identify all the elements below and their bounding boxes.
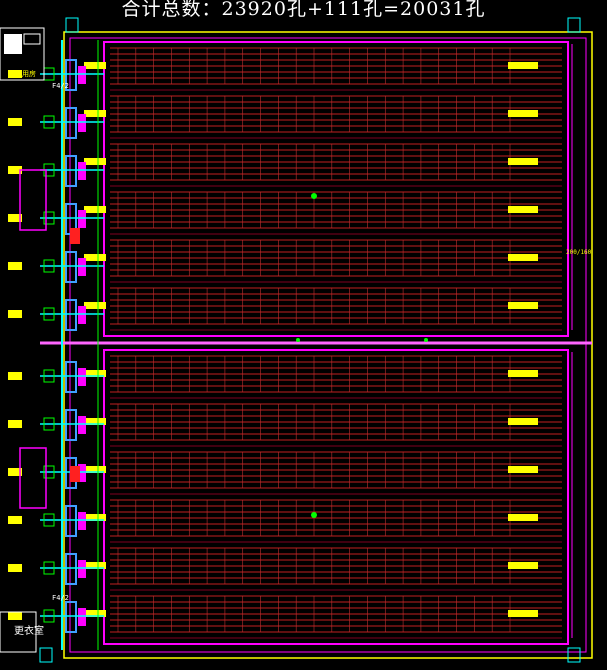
tank-icon xyxy=(8,420,22,428)
tank-icon xyxy=(8,564,22,572)
heater-icon xyxy=(78,416,86,434)
corner-markers xyxy=(39,17,581,663)
red-pump-icon xyxy=(70,466,80,482)
valve-icon xyxy=(43,561,55,575)
tank-icon xyxy=(8,310,22,318)
tank-icon xyxy=(8,214,22,222)
fan-unit-icon xyxy=(508,610,538,617)
valve-icon xyxy=(43,513,55,527)
equipment-column xyxy=(8,40,104,650)
zone-label-b: F4/2 xyxy=(52,594,69,602)
fan-unit-icon xyxy=(84,110,106,117)
pump-icon xyxy=(65,299,77,331)
valve-icon xyxy=(43,369,55,383)
valve-icon xyxy=(43,417,55,431)
fan-unit-icon xyxy=(508,110,538,117)
fan-unit-icon xyxy=(84,466,106,473)
tank-icon xyxy=(8,372,22,380)
ladder-structure xyxy=(19,169,47,231)
room-label-top: 管理用房 xyxy=(8,69,36,78)
fan-unit-icon xyxy=(508,562,538,569)
tank-icon xyxy=(8,516,22,524)
green-markers xyxy=(296,193,428,518)
valve-icon xyxy=(43,307,55,321)
valve-icon xyxy=(43,609,55,623)
fan-unit-icon xyxy=(508,418,538,425)
pump-icon xyxy=(65,601,77,633)
pump-icon xyxy=(65,553,77,585)
dimension-label: 200/160 xyxy=(566,249,592,256)
outer-frame xyxy=(63,31,593,659)
tank-icon xyxy=(8,262,22,270)
service-room-inner xyxy=(4,34,22,54)
house-wall-top xyxy=(103,41,569,337)
tank-icon xyxy=(8,612,22,620)
pump-icon xyxy=(65,59,77,91)
fan-unit-icon xyxy=(508,254,538,261)
pump-icon xyxy=(65,251,77,283)
heater-icon xyxy=(78,258,86,276)
fan-unit-icon xyxy=(508,206,538,213)
tank-icon xyxy=(8,166,22,174)
heater-icon xyxy=(78,560,86,578)
pump-icon xyxy=(65,361,77,393)
valve-icon xyxy=(43,211,55,225)
tank-icon xyxy=(8,118,22,126)
fan-unit-icon xyxy=(84,514,106,521)
pump-icon xyxy=(65,505,77,537)
pump-icon xyxy=(65,155,77,187)
zone-label-a: F4/2 xyxy=(52,82,69,90)
room-label-bottom: 更衣室 xyxy=(14,624,44,637)
fan-unit-icon xyxy=(508,370,538,377)
tank-icon xyxy=(8,70,22,78)
drawing-title: 合计总数：23920孔+111孔=20031孔 xyxy=(121,0,486,20)
fan-unit-icon xyxy=(84,62,106,69)
fan-unit-icon xyxy=(84,418,106,425)
pump-icon xyxy=(65,107,77,139)
heater-icon xyxy=(78,464,86,482)
heater-icon xyxy=(78,114,86,132)
tank-icon xyxy=(8,468,22,476)
house-bottom-rows xyxy=(84,352,573,639)
valve-icon xyxy=(43,465,55,479)
heater-icon xyxy=(78,306,86,324)
fan-unit-icon xyxy=(84,206,106,213)
fan-unit-icon xyxy=(508,302,538,309)
fan-unit-icon xyxy=(84,254,106,261)
house-top-rows xyxy=(84,44,573,331)
heater-icon xyxy=(78,66,86,84)
ladder-structure xyxy=(19,447,47,509)
service-room xyxy=(0,27,45,81)
fan-unit-icon xyxy=(508,62,538,69)
heater-icon xyxy=(78,368,86,386)
fan-unit-icon xyxy=(508,158,538,165)
fan-unit-icon xyxy=(84,158,106,165)
fan-unit-icon xyxy=(84,562,106,569)
house-wall-bottom xyxy=(103,349,569,645)
service-room-door xyxy=(23,33,41,45)
fan-unit-icon xyxy=(84,302,106,309)
fan-unit-icon xyxy=(508,466,538,473)
valve-icon xyxy=(43,259,55,273)
valve-icon xyxy=(43,115,55,129)
heater-icon xyxy=(78,162,86,180)
fan-unit-icon xyxy=(508,514,538,521)
fan-unit-icon xyxy=(84,610,106,617)
heater-icon xyxy=(78,608,86,626)
fan-unit-icon xyxy=(84,370,106,377)
heater-icon xyxy=(78,210,86,228)
changing-room xyxy=(0,611,37,653)
inner-frame xyxy=(69,37,587,653)
heater-icon xyxy=(78,512,86,530)
pump-icon xyxy=(65,409,77,441)
red-pump-icon xyxy=(70,228,80,244)
